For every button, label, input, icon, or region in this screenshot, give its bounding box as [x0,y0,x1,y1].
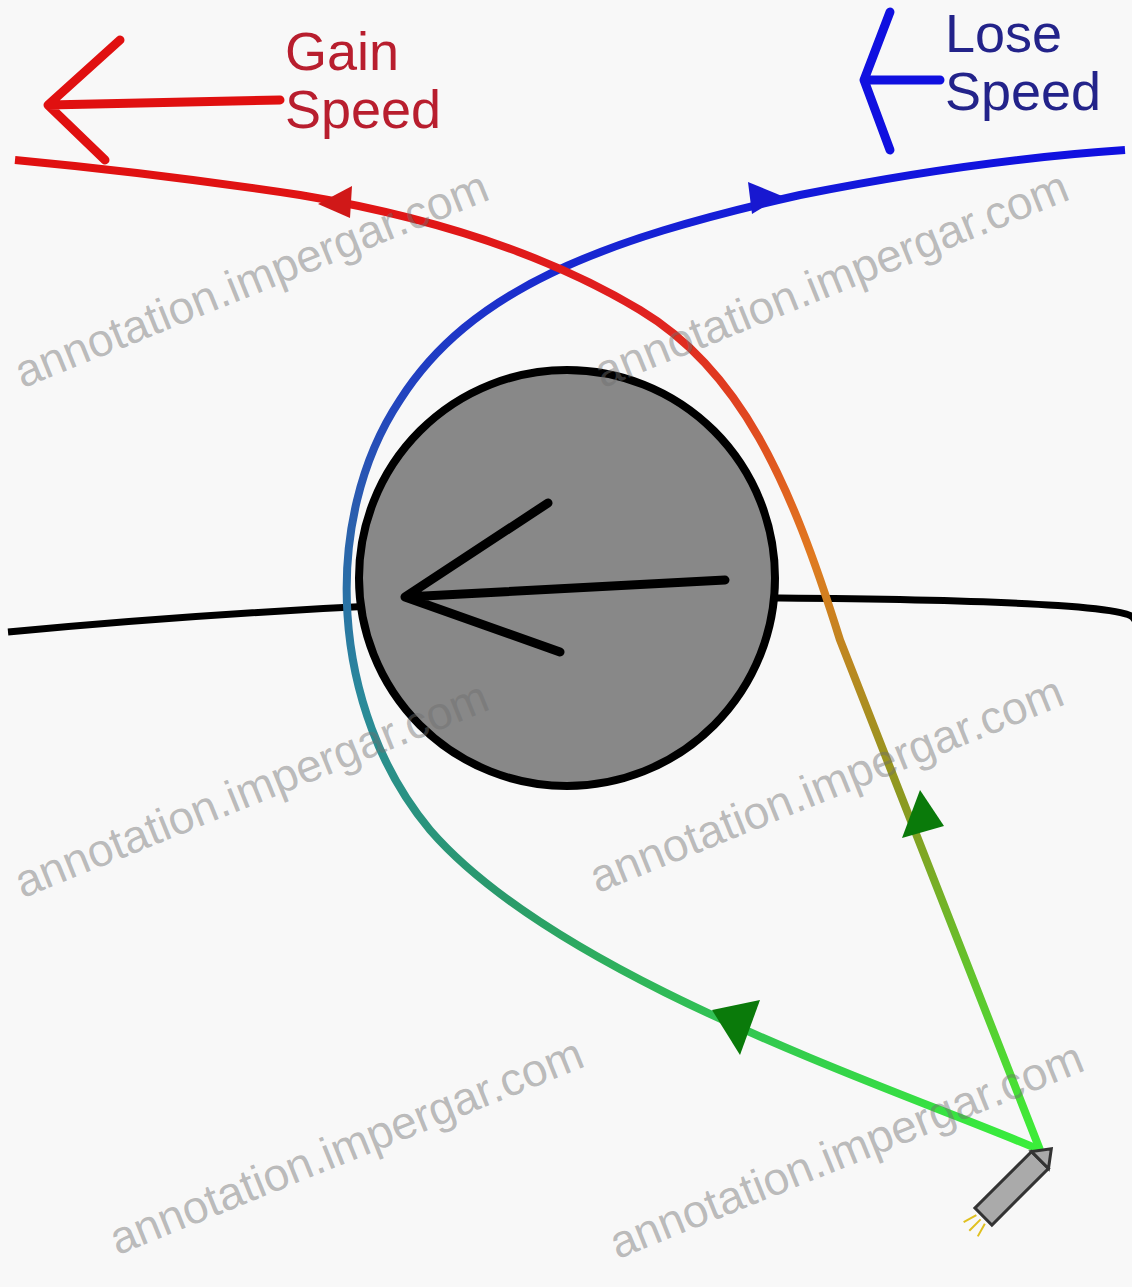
watermark: annotation.impergar.com [103,1030,590,1262]
direction-arrowhead [902,790,944,838]
watermark: annotation.impergar.com [8,673,495,905]
lose-speed-trajectory [347,150,1125,1150]
lose-speed-arrow [864,12,940,150]
direction-arrowhead [712,1000,760,1055]
direction-arrowhead [748,182,782,214]
spacecraft [961,1140,1060,1239]
watermark: annotation.impergar.com [588,163,1075,395]
speed-label: Lose Speed [945,4,1125,121]
watermark: annotation.impergar.com [8,163,495,395]
gain-speed-arrow [48,40,280,160]
direction-arrowhead [318,186,352,218]
planet-velocity-arrow [405,503,725,652]
speed-label: Gain Speed [285,22,485,139]
